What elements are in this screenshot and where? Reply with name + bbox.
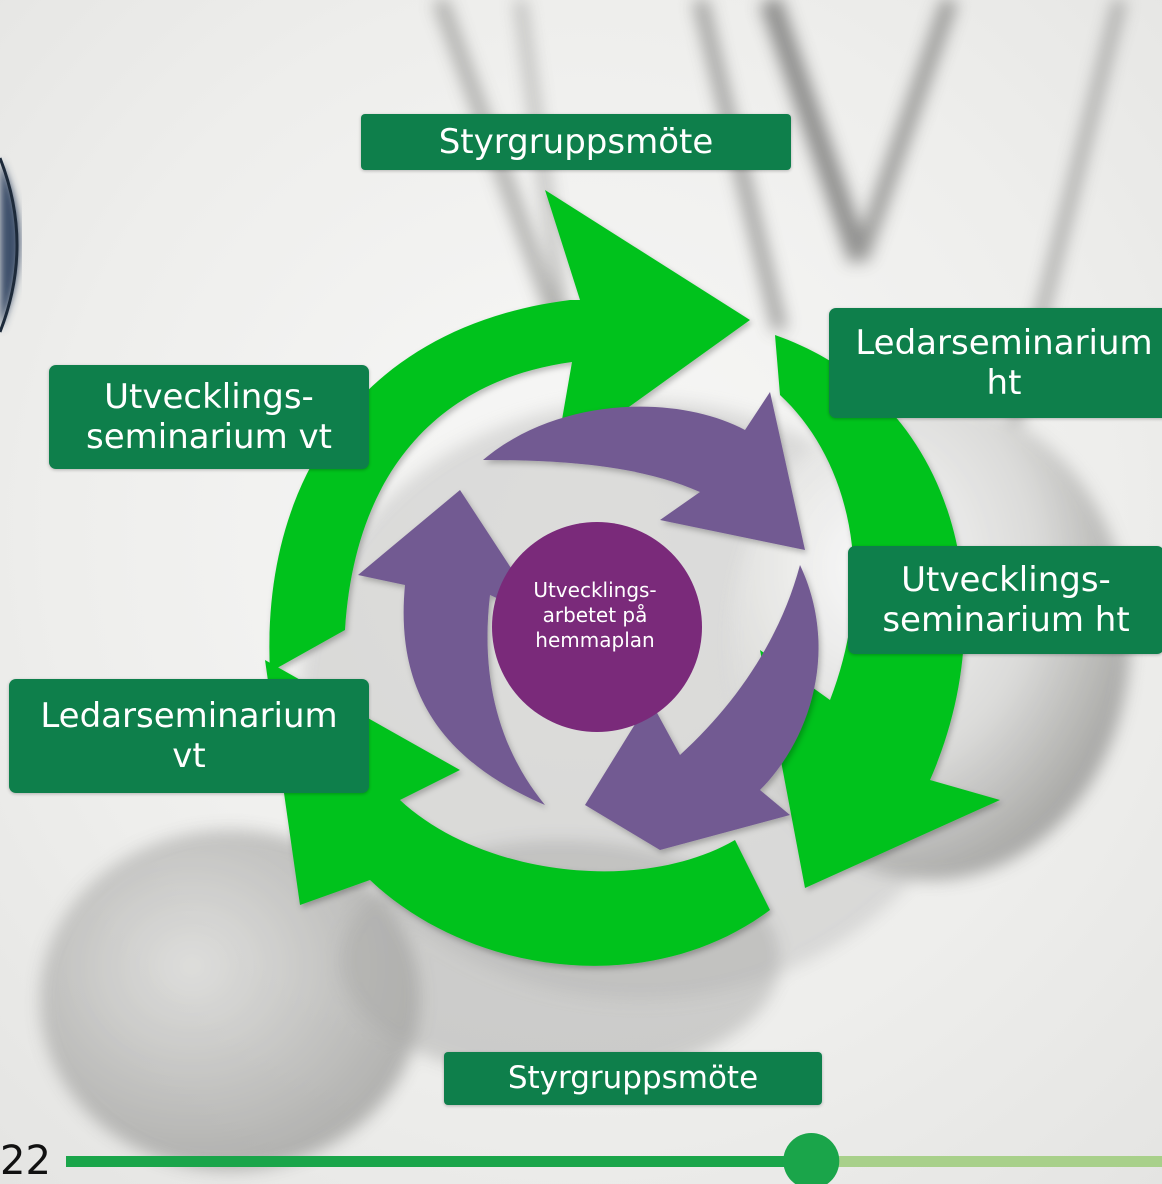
label-text: Styrgruppsmöte [507,1060,759,1097]
label-line: Utvecklings- [901,559,1111,600]
label-line: ht [986,363,1022,403]
center-label: Utvecklings- arbetet på hemmaplan [495,578,695,653]
inner-arrow-right [585,565,819,850]
label-ledarseminarium-vt: Ledarseminarium vt [9,679,369,793]
outer-arrow-bottom [265,660,770,966]
label-utvecklingsseminarium-vt: Utvecklings- seminarium vt [49,365,369,469]
label-line: vt [172,736,206,776]
label-text: Styrgruppsmöte [438,121,714,162]
label-line: Ledarseminarium [40,695,338,736]
outer-arrow-top [269,190,750,672]
inner-arrow-top [483,392,805,550]
center-circle [492,522,702,732]
label-line: seminarium ht [882,600,1130,640]
progress-knob [783,1133,840,1184]
label-line: Ledarseminarium [855,322,1153,363]
label-line: Utvecklings- [104,376,314,417]
center-label-line: Utvecklings- [533,578,657,602]
footer-progress [66,1133,1162,1184]
center-label-line: hemmaplan [535,628,655,652]
label-line: seminarium vt [86,417,332,457]
label-styrgruppsmote-top: Styrgruppsmöte [361,114,791,170]
label-styrgruppsmote-bottom: Styrgruppsmöte [444,1052,822,1105]
page-number: 22 [0,1138,51,1184]
label-ledarseminarium-ht: Ledarseminarium ht [829,308,1162,418]
inner-arrow-left [358,490,545,805]
progress-done-line [66,1156,812,1167]
center-label-line: arbetet på [542,603,648,627]
label-utvecklingsseminarium-ht: Utvecklings- seminarium ht [848,546,1162,654]
